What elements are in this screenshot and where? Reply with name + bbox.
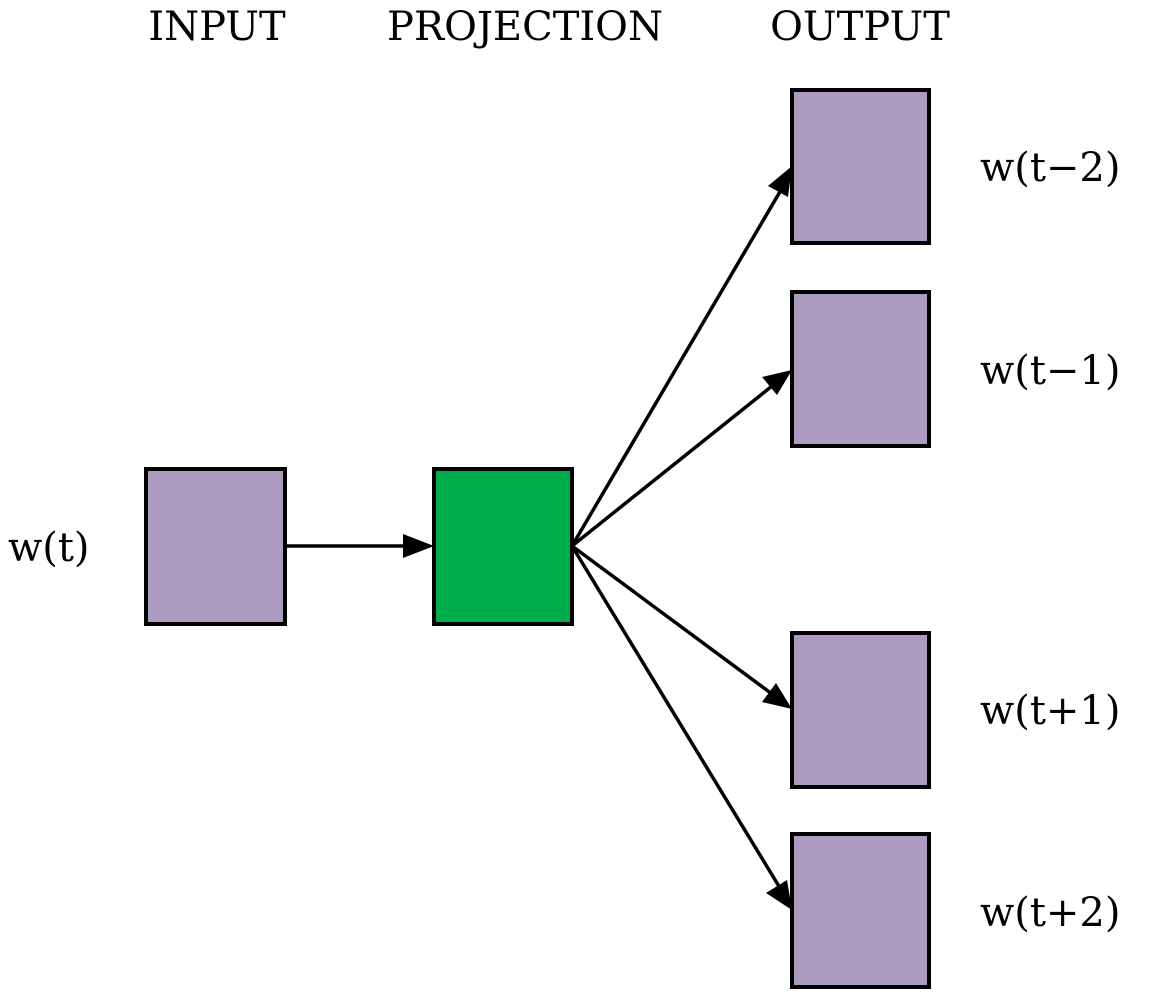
arrowhead-output-1 [768,166,792,197]
input-header: INPUT [148,4,286,50]
arrowhead-output-3 [762,683,792,709]
output-word-label: w(t+1) [980,688,1121,734]
output-word-box [790,290,931,448]
edge-projection-to-output-2 [570,384,774,548]
output-node-2: w(t−1) [790,290,1121,448]
projection-node [432,467,574,626]
arrowhead-output-4 [766,880,792,910]
arrowhead-output-2 [762,370,792,395]
projection-box [432,467,574,626]
arrowhead-projection [403,534,434,558]
output-word-box [790,88,931,245]
output-word-label: w(t+2) [980,890,1121,936]
output-word-box [790,631,931,789]
edge-projection-to-output-4 [570,545,782,889]
output-node-4: w(t+2) [790,832,1121,989]
edge-projection-to-output-3 [570,544,774,696]
input-node: w(t) [8,467,287,626]
output-node-3: w(t+1) [790,631,1121,789]
output-header: OUTPUT [770,4,950,50]
output-node-1: w(t−2) [790,88,1121,245]
edge-projection-to-output-1 [570,189,783,547]
edges [285,166,792,910]
input-word-label: w(t) [8,525,90,571]
input-word-box [144,467,287,626]
output-word-label: w(t−1) [980,348,1121,394]
output-word-box [790,832,931,989]
output-word-label: w(t−2) [980,145,1121,191]
projection-header: PROJECTION [387,4,663,50]
